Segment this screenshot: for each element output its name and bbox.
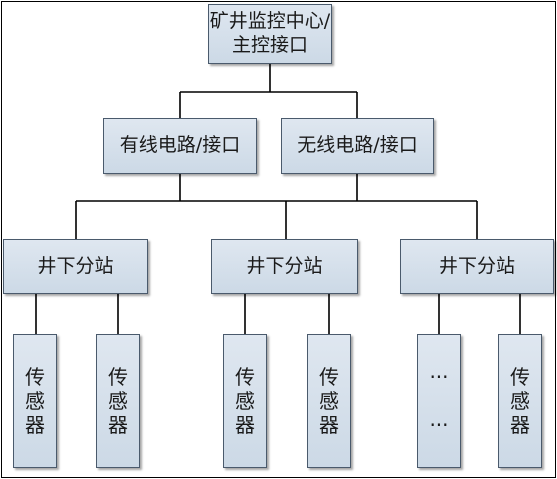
connector-substation3-to-sensors [438,294,521,334]
interface-node-wired: 有线电路/接口 [103,118,257,174]
sensor-node-ellipsis: ··· ··· [417,334,461,468]
substation-node-2: 井下分站 [211,239,358,294]
connector-substation1-to-sensors [35,294,119,334]
connector-interfaces-to-substations [75,174,478,239]
connector-root-to-interfaces [179,64,358,118]
sensor-node-2: 传 感 器 [96,334,140,468]
sensor-node-4: 传 感 器 [307,334,351,468]
substation-node-1: 井下分站 [3,239,148,294]
sensor-node-6: 传 感 器 [498,334,542,468]
interface-node-wireless: 无线电路/接口 [281,118,434,174]
sensor-node-1: 传 感 器 [13,334,57,468]
root-node-monitoring-center: 矿井监控中心/ 主控接口 [208,4,332,64]
substation-node-3: 井下分站 [400,239,554,294]
connector-substation2-to-sensors [244,294,330,334]
sensor-node-3: 传 感 器 [223,334,267,468]
